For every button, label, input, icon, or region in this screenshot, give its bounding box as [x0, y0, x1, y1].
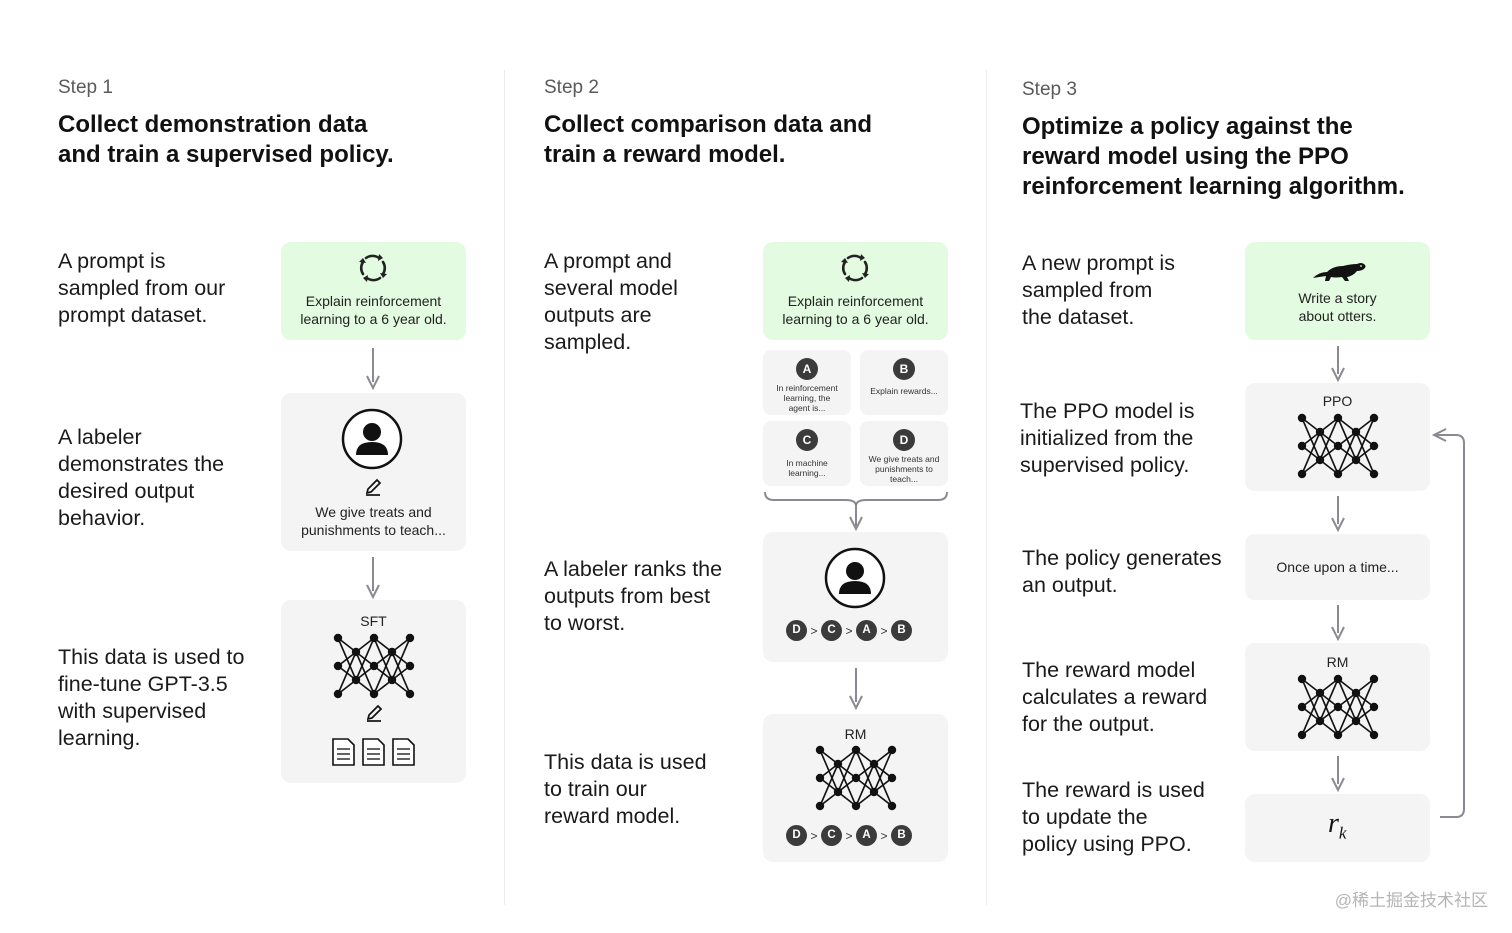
step1-prompt-card: Explain reinforcement learning to a 6 yea…: [281, 242, 466, 340]
pencil-icon: [365, 478, 382, 496]
ppo-label: PPO: [1322, 393, 1353, 409]
person-icon: [341, 408, 403, 470]
sft-label: SFT: [360, 613, 387, 629]
reward-symbol: rk: [1328, 808, 1347, 843]
step1-label: Step 1: [58, 77, 113, 98]
prompt-line-1: Explain reinforcement: [305, 293, 442, 309]
neural-network-icon: [333, 633, 415, 699]
output-card-b: B Explain rewards...: [860, 350, 948, 415]
cycle-icon: [841, 254, 869, 282]
neural-network-icon: [815, 745, 897, 811]
neural-network-icon: [1297, 413, 1379, 479]
step3-rm-card: RM: [1245, 643, 1430, 751]
arrow-down-icon: [366, 557, 380, 600]
step3-reward-card: rk: [1245, 794, 1430, 862]
step2-rm-card: RM D> C> A> B: [763, 714, 948, 862]
cycle-icon: [359, 254, 387, 282]
otter-icon: [1313, 263, 1366, 281]
ranking-order: D> C> A> B: [786, 620, 912, 641]
arrow-down-icon: [366, 348, 380, 391]
column-divider-2: [986, 70, 987, 905]
pencil-icon: [366, 704, 383, 722]
prompt-line-2: learning to a 6 year old.: [300, 311, 447, 327]
output-text: Once upon a time...: [1276, 559, 1399, 575]
step2-ranking-card: D> C> A> B: [763, 532, 948, 662]
arrow-down-icon: [1331, 346, 1345, 383]
rm-label: RM: [844, 726, 867, 742]
ranking-order: D> C> A> B: [786, 825, 912, 846]
column-divider-1: [504, 70, 505, 905]
watermark: @稀土掘金技术社区: [1334, 891, 1488, 910]
step3-output-card: Once upon a time...: [1245, 534, 1430, 600]
brace-arrow-icon: [764, 491, 948, 532]
arrow-down-icon: [1331, 756, 1345, 793]
person-icon: [824, 547, 886, 609]
document-icon: [332, 738, 415, 766]
step3-label: Step 3: [1022, 79, 1077, 100]
arrow-down-icon: [1331, 496, 1345, 533]
rm-label: RM: [1326, 654, 1349, 670]
step1-sft-card: SFT: [281, 600, 466, 783]
arrow-down-icon: [1331, 605, 1345, 642]
step2-label: Step 2: [544, 77, 599, 98]
arrow-down-icon: [849, 668, 863, 711]
neural-network-icon: [1297, 674, 1379, 740]
feedback-loop-arrow: [1431, 428, 1465, 818]
step3-ppo-card: PPO: [1245, 383, 1430, 491]
